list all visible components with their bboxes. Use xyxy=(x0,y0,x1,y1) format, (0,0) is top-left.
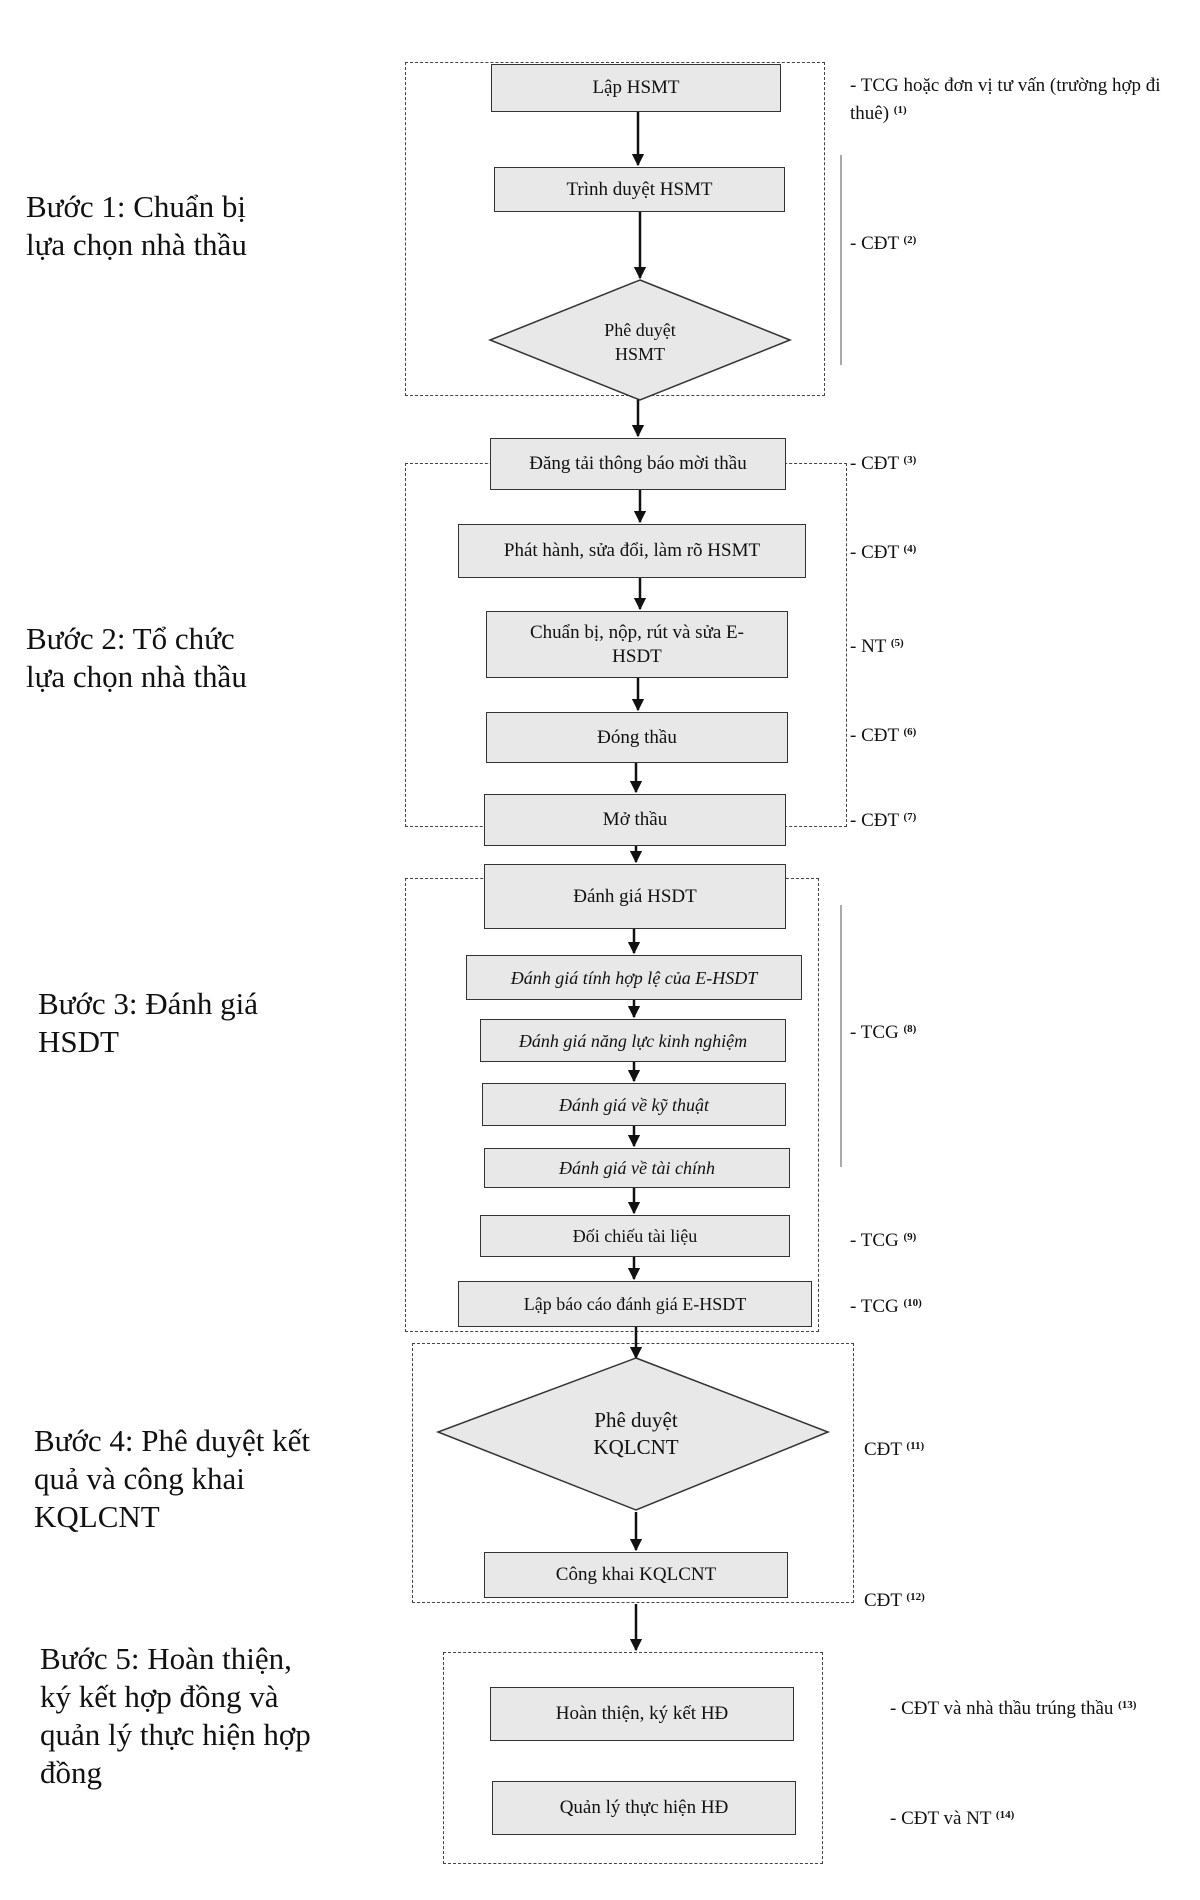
responsibility-bracket xyxy=(840,905,842,1167)
responsibility-3: - CĐT (3) xyxy=(850,453,917,474)
responsibility-4: - CĐT (4) xyxy=(850,542,917,563)
responsibility-6: - CĐT (6) xyxy=(850,725,917,746)
evaluate-hsdt-node: Đánh giá HSDT xyxy=(484,864,786,929)
approve-hsmt-diamond xyxy=(487,279,793,401)
publish-notice-node: Đăng tải thông báo mời thầu xyxy=(490,438,786,490)
responsibility-13: - CĐT và nhà thầu trúng thầu (13) xyxy=(890,1698,1137,1719)
responsibility-9: - TCG (9) xyxy=(850,1230,917,1251)
prepare-bid-node: Chuẩn bị, nộp, rút và sửa E-HSDT xyxy=(486,611,788,678)
responsibility-7: - CĐT (7) xyxy=(850,810,917,831)
responsibility-1: - TCG hoặc đơn vị tư vấn (trường hợp đi … xyxy=(850,75,1161,124)
evaluate-technical-node: Đánh giá về kỹ thuật xyxy=(482,1083,786,1126)
approve-result-diamond xyxy=(435,1357,831,1511)
evaluate-financial-node: Đánh giá về tài chính xyxy=(484,1148,790,1188)
step-4-frame xyxy=(412,1343,854,1603)
compare-documents-node: Đối chiếu tài liệu xyxy=(480,1215,790,1257)
submit-hsmt-node: Trình duyệt HSMT xyxy=(494,167,785,212)
evaluate-validity-node: Đánh giá tính hợp lệ của E-HSDT xyxy=(466,955,802,1000)
responsibility-8: - TCG (8) xyxy=(850,1022,917,1043)
close-bid-node: Đóng thầu xyxy=(486,712,788,763)
responsibility-5: - NT (5) xyxy=(850,636,904,657)
publish-result-node: Công khai KQLCNT xyxy=(484,1552,788,1598)
responsibility-12: CĐT (12) xyxy=(864,1590,925,1611)
manage-contract-node: Quản lý thực hiện HĐ xyxy=(492,1781,796,1835)
responsibility-2: - CĐT (2) xyxy=(850,233,917,254)
responsibility-10: - TCG (10) xyxy=(850,1296,922,1317)
step-5-frame xyxy=(443,1652,823,1864)
sign-contract-node: Hoàn thiện, ký kết HĐ xyxy=(490,1687,794,1741)
responsibility-bracket xyxy=(840,155,842,365)
step-1-frame xyxy=(405,62,825,396)
issue-hsmt-node: Phát hành, sửa đổi, làm rõ HSMT xyxy=(458,524,806,578)
prepare-hsmt-node: Lập HSMT xyxy=(491,64,781,112)
evaluation-report-node: Lập báo cáo đánh giá E-HSDT xyxy=(458,1281,812,1327)
responsibility-14: - CĐT và NT (14) xyxy=(890,1808,1015,1829)
open-bid-node: Mở thầu xyxy=(484,794,786,846)
evaluate-capability-node: Đánh giá năng lực kinh nghiệm xyxy=(480,1019,786,1062)
responsibility-11: CĐT (11) xyxy=(864,1439,925,1460)
